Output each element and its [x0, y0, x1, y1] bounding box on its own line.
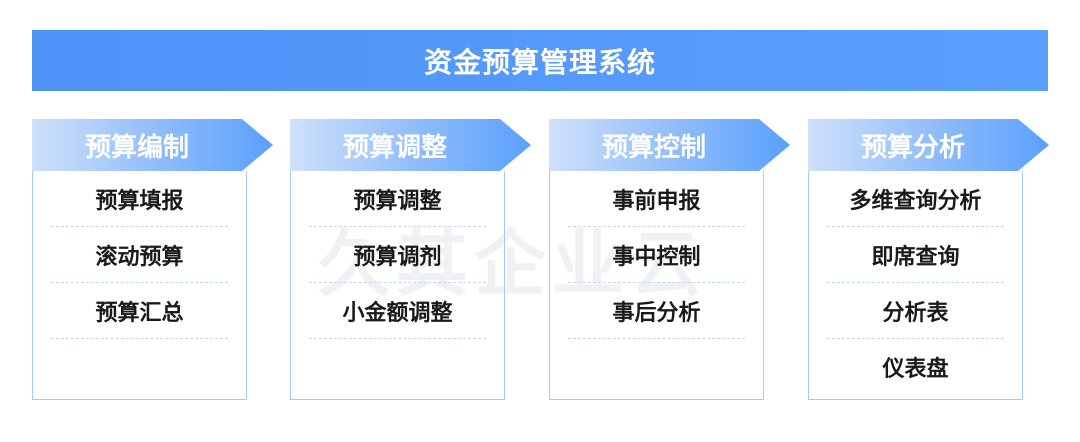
column-header-arrow: 预算调整	[290, 119, 531, 171]
column-budget-analysis: 预算分析 多维查询分析 即席查询 分析表 仪表盘	[808, 119, 1049, 401]
column-item-box: 多维查询分析 即席查询 分析表 仪表盘	[808, 171, 1023, 400]
system-title: 资金预算管理系统	[32, 30, 1048, 91]
column-header-label: 预算分析	[860, 132, 965, 163]
list-item: 即席查询	[827, 227, 1004, 283]
list-item: 事后分析	[568, 283, 745, 339]
list-item: 预算调整	[309, 171, 486, 227]
list-item: 预算调剂	[309, 227, 486, 283]
column-budget-adjustment: 预算调整 预算调整 预算调剂 小金额调整	[290, 119, 531, 401]
column-header-arrow: 预算控制	[549, 119, 790, 171]
list-item: 预算汇总	[51, 283, 228, 339]
column-header-arrow: 预算编制	[32, 119, 273, 171]
column-header-label: 预算调整	[342, 132, 447, 163]
column-header-label: 预算控制	[601, 132, 706, 163]
column-item-box: 预算填报 滚动预算 预算汇总	[32, 171, 247, 400]
column-header-arrow: 预算分析	[808, 119, 1049, 171]
list-item: 预算填报	[51, 171, 228, 227]
list-item: 分析表	[827, 283, 1004, 339]
list-item: 小金额调整	[309, 283, 486, 339]
column-item-box: 预算调整 预算调剂 小金额调整	[290, 171, 505, 400]
list-item: 多维查询分析	[827, 171, 1004, 227]
column-budget-control: 预算控制 事前申报 事中控制 事后分析	[549, 119, 790, 401]
column-header-label: 预算编制	[84, 132, 189, 163]
list-item: 仪表盘	[882, 357, 949, 382]
list-item: 事中控制	[568, 227, 745, 283]
list-item: 滚动预算	[51, 227, 228, 283]
column-budget-preparation: 预算编制 预算填报 滚动预算 预算汇总	[32, 119, 273, 401]
list-item: 事前申报	[568, 171, 745, 227]
column-item-box: 事前申报 事中控制 事后分析	[549, 171, 764, 400]
